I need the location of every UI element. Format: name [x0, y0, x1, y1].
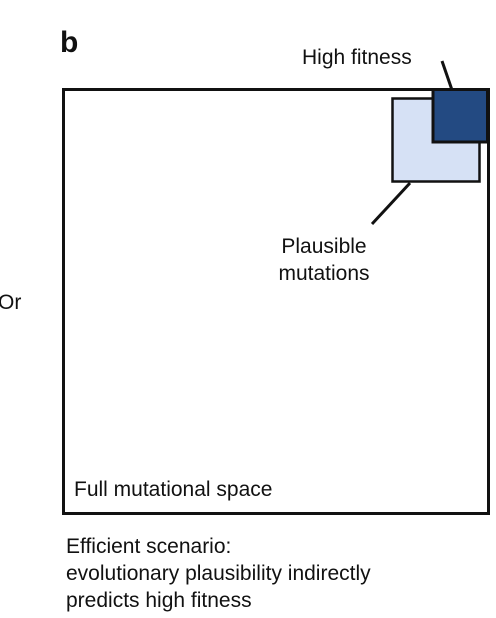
caption-line-1: Efficient scenario:	[66, 535, 232, 558]
high-fitness-label: High fitness	[302, 46, 412, 69]
caption-line-2: evolutionary plausibility indirectly	[66, 562, 371, 585]
plausible-label-line-2: mutations	[278, 262, 370, 285]
high-fitness-box	[431, 88, 489, 144]
plausible-leader-line	[370, 181, 412, 226]
cropped-neighbor-text: Or	[0, 291, 22, 314]
full-mutational-space-label: Full mutational space	[74, 478, 273, 501]
plausible-mutations-label: Plausible mutations	[252, 233, 396, 287]
plausible-label-line-1: Plausible	[281, 235, 367, 258]
panel-label: b	[60, 26, 79, 59]
caption-line-3: predicts high fitness	[66, 589, 252, 612]
scenario-caption: Efficient scenario: evolutionary plausib…	[66, 533, 371, 614]
high-fitness-leader-line	[440, 60, 454, 91]
